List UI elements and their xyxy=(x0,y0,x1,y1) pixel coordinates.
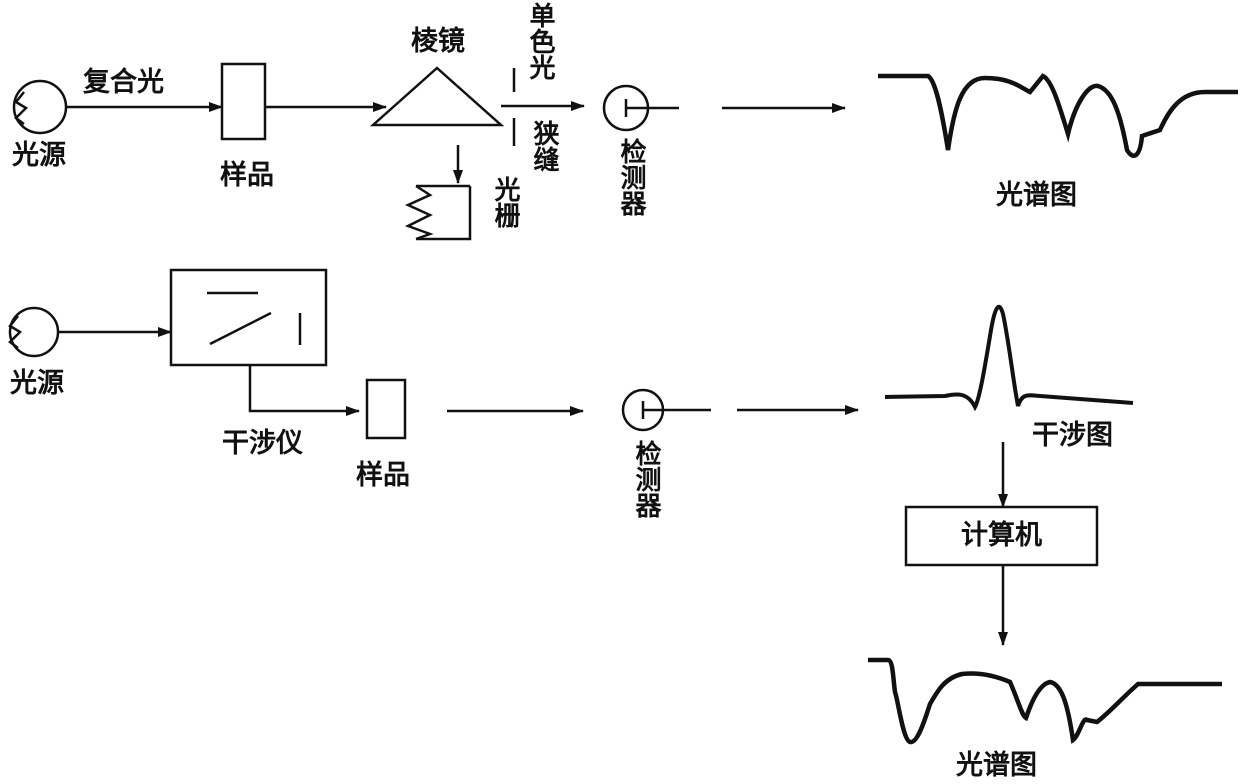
bottom-spectrum-label: 光谱图 xyxy=(956,750,1037,781)
bottom-detector-icon xyxy=(621,388,711,432)
top-detector-label: 检测器 xyxy=(616,138,646,216)
interferogram-curve xyxy=(884,304,1134,412)
bottom-sample-label: 样品 xyxy=(356,460,410,491)
top-sample-box xyxy=(220,62,267,141)
bottom-sample-box xyxy=(365,378,407,440)
top-spectrum-label: 光谱图 xyxy=(996,180,1077,211)
interferogram-label: 干涉图 xyxy=(1032,420,1113,451)
interferometer-to-sample-arrow xyxy=(248,365,360,416)
top-detector-icon xyxy=(602,84,679,132)
computer-box xyxy=(904,505,1099,567)
top-spectrum-curve xyxy=(878,73,1238,158)
bottom-detector-label: 检测器 xyxy=(631,440,661,518)
top-source-label: 光源 xyxy=(12,140,66,171)
prism-shape xyxy=(369,66,505,127)
mono-light-label: 单色光 xyxy=(525,2,555,80)
grating-icon xyxy=(404,184,472,241)
slit-label: 狭缝 xyxy=(529,120,559,172)
interferometer-beamsplitter xyxy=(209,311,272,346)
prism-label: 棱镜 xyxy=(411,26,465,57)
bottom-light-source-icon xyxy=(8,306,60,358)
interferometer-label: 干涉仪 xyxy=(222,428,303,459)
interferometer-box xyxy=(169,268,328,367)
bottom-source-label: 光源 xyxy=(10,368,64,399)
composite-light-label: 复合光 xyxy=(83,67,164,98)
bottom-spectrum-curve xyxy=(868,657,1222,745)
top-sample-label: 样品 xyxy=(220,160,274,191)
computer-label: 计算机 xyxy=(961,520,1042,551)
grating-label: 光栅 xyxy=(490,176,520,228)
top-light-source-icon xyxy=(12,79,68,135)
